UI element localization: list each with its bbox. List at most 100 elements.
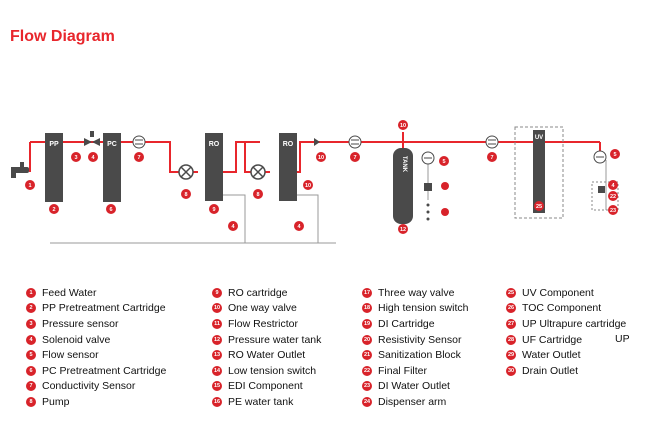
marker-22: 22	[608, 191, 618, 201]
marker-3: 3	[71, 152, 81, 162]
legend-badge: 23	[362, 381, 372, 392]
ro1-drain	[222, 194, 246, 243]
ro-cartridge-1: RO	[205, 133, 223, 201]
marker-4b-num: 4	[231, 224, 235, 230]
legend-badge: 14	[212, 365, 222, 376]
marker-10a-dot	[303, 180, 313, 190]
legend-label: UV Component	[522, 286, 594, 299]
uv-label: UV	[535, 135, 543, 141]
legend-label: One way valve	[228, 302, 297, 315]
valve-stem	[90, 131, 94, 137]
tank-indicator-1	[441, 182, 449, 190]
legend-badge: 7	[26, 381, 36, 392]
legend-badge: 18	[362, 303, 372, 314]
legend-badge: 13	[212, 350, 222, 361]
legend-badge: 28	[506, 334, 516, 345]
pp-cartridge-body	[45, 133, 63, 202]
legend-label: Feed Water	[42, 286, 97, 299]
marker-10b-dot	[316, 152, 326, 162]
legend-badge: 6	[26, 365, 36, 376]
legend-badge: 17	[362, 287, 372, 298]
drain-pipes	[50, 160, 607, 244]
sensor2-ring	[348, 135, 362, 149]
legend-badge: 8	[26, 396, 36, 407]
marker-10a: 10	[303, 180, 313, 190]
legend-badge: 16	[212, 396, 222, 407]
marker-7c-dot	[487, 152, 497, 162]
legend-badge: 21	[362, 350, 372, 361]
legend-label: Dispenser arm	[378, 395, 447, 408]
faucet-spout	[11, 167, 16, 178]
marker-8b: 8	[253, 189, 263, 199]
marker-8a-num: 8	[184, 192, 187, 198]
legend-label: Low tension switch	[228, 364, 317, 377]
pc-cartridge: PC	[103, 133, 121, 202]
marker-5b-dot	[610, 149, 620, 159]
uv-frame	[514, 126, 564, 219]
legend-label: Water Outlet	[522, 349, 581, 362]
marker-4a: 4	[88, 152, 98, 162]
marker-7b-num: 7	[353, 155, 356, 161]
marker-22-num: 22	[610, 194, 616, 200]
legend-label: PP Pretreatment Cartridge	[42, 302, 166, 315]
legend-label: PE water tank	[228, 395, 294, 408]
legend-label: Final Filter	[378, 364, 428, 377]
legend-item: 16 PE water tank	[212, 394, 321, 410]
tank-label: TANK	[401, 156, 407, 173]
marker-1-dot	[25, 180, 35, 190]
legend-label: Flow sensor	[42, 349, 99, 362]
marker-25: 25	[534, 201, 544, 211]
marker-3-num: 3	[74, 155, 77, 161]
legend-badge: 11	[212, 318, 222, 329]
legend-badge: 1	[26, 287, 36, 298]
marker-1-num: 1	[28, 183, 31, 189]
marker-4c-dot	[294, 221, 304, 231]
marker-12-num: 12	[400, 227, 406, 233]
tank-body	[393, 148, 413, 224]
marker-5b-num: 5	[613, 152, 616, 158]
legend-label: UP Ultrapure cartridge	[522, 317, 627, 330]
valve-left	[84, 138, 92, 146]
marker-5a-dot	[439, 156, 449, 166]
marker-8b-num: 8	[256, 192, 259, 198]
legend-item: 22 Final Filter	[362, 363, 468, 379]
legend-label: Resistivity Sensor	[378, 333, 462, 346]
marker-7b: 7	[350, 152, 360, 162]
legend-badge: 22	[362, 365, 372, 376]
marker-4a-num: 4	[91, 155, 95, 161]
marker-6: 6	[106, 204, 116, 214]
legend-badge: 15	[212, 381, 222, 392]
ro1-label: RO	[209, 141, 220, 148]
marker-7c: 7	[487, 152, 497, 162]
legend-badge: 2	[26, 303, 36, 314]
page-title: Flow Diagram	[10, 28, 115, 45]
conductivity-sensor-icon-3	[485, 135, 499, 149]
solenoid-valve-icon	[84, 131, 100, 146]
legend-label: High tension switch	[378, 302, 469, 315]
marker-10b-num: 10	[318, 155, 324, 161]
ro2-label: RO	[283, 141, 294, 148]
marker-8b-dot	[253, 189, 263, 199]
marker-4b-dot	[228, 221, 238, 231]
marker-10c-dot	[398, 120, 408, 130]
uv-component: UV	[514, 126, 564, 219]
legend-label: Solenoid valve	[42, 333, 111, 346]
pump1-to-ro	[222, 141, 260, 173]
marker-12-dot	[398, 224, 408, 234]
marker-10c: 10	[398, 120, 408, 130]
legend-badge: 19	[362, 318, 372, 329]
marker-6-dot	[106, 204, 116, 214]
marker-5b: 5	[610, 149, 620, 159]
marker-9-num: 9	[212, 207, 215, 213]
legend-label: Sanitization Block	[378, 349, 461, 362]
marker-9-dot	[209, 204, 219, 214]
marker-4a-dot	[88, 152, 98, 162]
marker-2-dot	[49, 204, 59, 214]
